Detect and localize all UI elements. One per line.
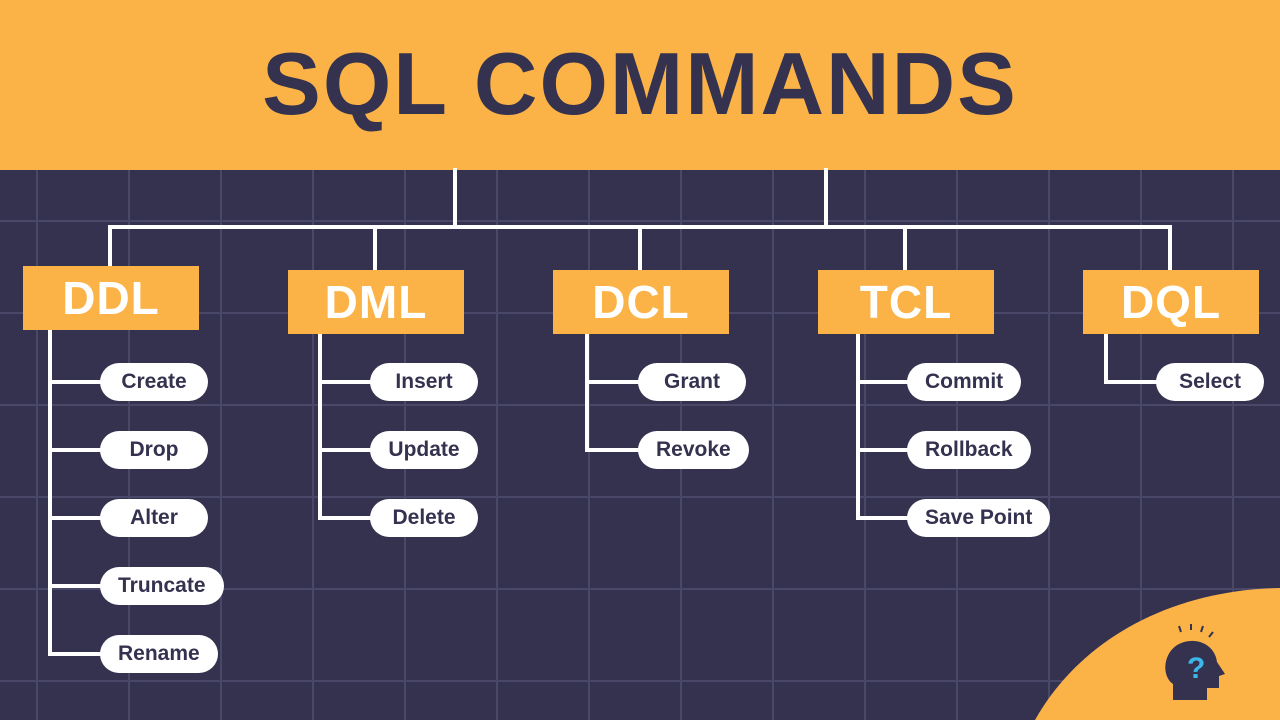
- category-tcl: TCL: [818, 270, 994, 334]
- command-grant: Grant: [638, 363, 746, 401]
- command-truncate: Truncate: [100, 567, 224, 605]
- svg-text:?: ?: [1187, 652, 1205, 685]
- command-update: Update: [370, 431, 478, 469]
- category-dql: DQL: [1083, 270, 1259, 334]
- command-alter: Alter: [100, 499, 208, 537]
- command-save-point: Save Point: [907, 499, 1051, 537]
- category-ddl: DDL: [23, 266, 199, 330]
- category-dml: DML: [288, 270, 464, 334]
- command-insert: Insert: [370, 363, 478, 401]
- header-banner: SQL COMMANDS: [0, 0, 1280, 170]
- command-select: Select: [1156, 363, 1264, 401]
- command-create: Create: [100, 363, 208, 401]
- head-question-icon: ?: [1165, 624, 1225, 700]
- command-rename: Rename: [100, 635, 218, 673]
- category-dcl: DCL: [553, 270, 729, 334]
- corner-blob: [1035, 588, 1280, 720]
- command-delete: Delete: [370, 499, 478, 537]
- command-drop: Drop: [100, 431, 208, 469]
- command-commit: Commit: [907, 363, 1022, 401]
- command-revoke: Revoke: [638, 431, 749, 469]
- page-title: SQL COMMANDS: [262, 34, 1018, 133]
- command-rollback: Rollback: [907, 431, 1031, 469]
